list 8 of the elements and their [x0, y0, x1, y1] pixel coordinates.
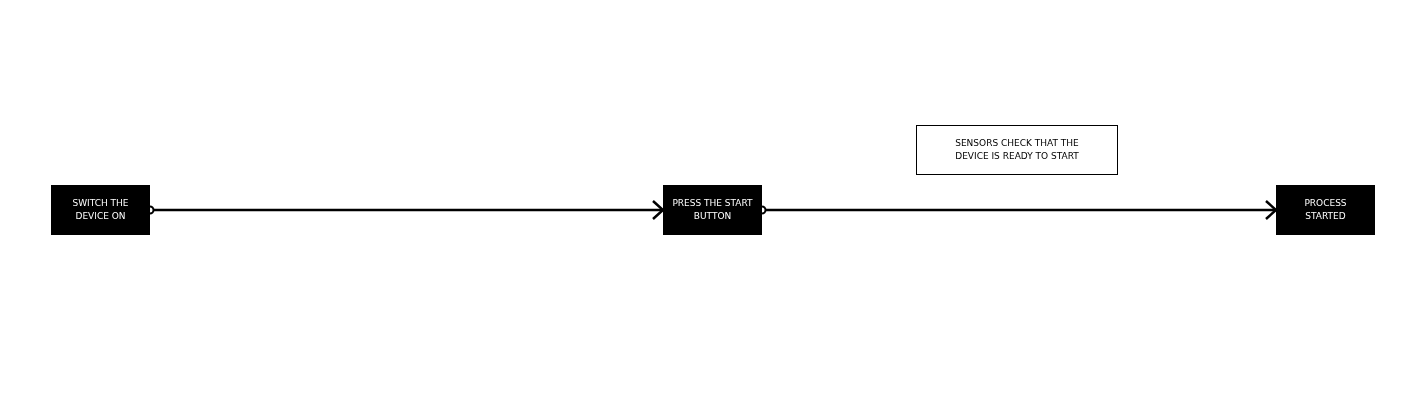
note-box [916, 125, 1118, 175]
step-text: SWITCH THE DEVICE ON [71, 197, 130, 223]
process-box [663, 185, 762, 235]
process-box [1276, 185, 1375, 235]
step-text: PRESS THE START BUTTON [671, 197, 754, 223]
step-text: SENSORS CHECK THAT THE DEVICE IS READY TO START [954, 137, 1080, 163]
process-box [51, 185, 150, 235]
step-text: PROCESS STARTED [1303, 197, 1348, 223]
